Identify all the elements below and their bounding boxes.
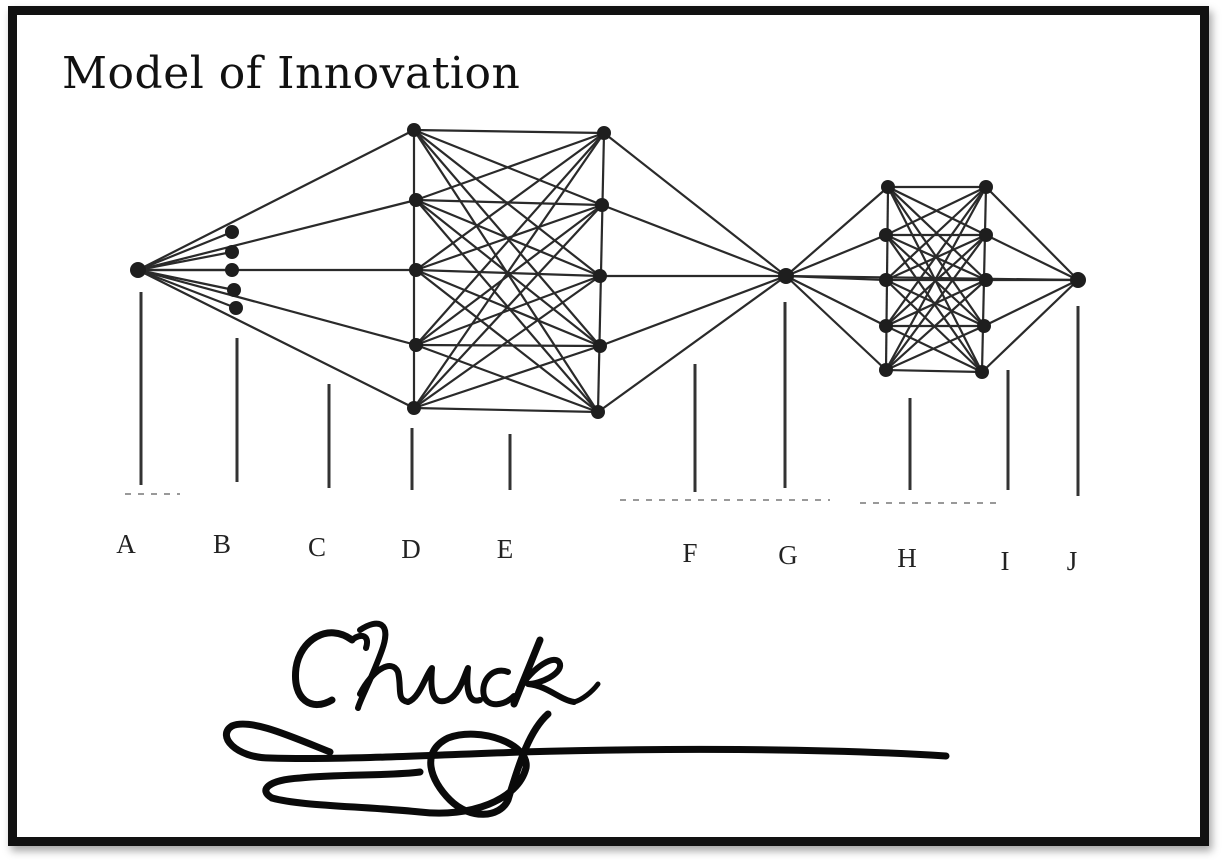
column-label-d: D	[401, 534, 421, 564]
network-node	[1070, 272, 1086, 288]
column-label-a: A	[116, 529, 136, 559]
network-edge	[885, 234, 987, 371]
network-edge	[415, 132, 605, 346]
network-edge	[415, 274, 601, 347]
network-edge	[983, 279, 1079, 327]
network-node	[229, 301, 243, 315]
network-node	[975, 365, 989, 379]
network-edge	[885, 279, 987, 371]
network-edge	[137, 129, 415, 271]
network-edge	[413, 406, 599, 414]
network-edge	[985, 234, 1079, 281]
column-label-e: E	[497, 534, 514, 564]
network-node	[879, 363, 893, 377]
network-edge	[597, 275, 787, 413]
column-label-i: I	[1001, 546, 1010, 576]
network-edge	[415, 343, 601, 348]
column-labels: A B C D E F G H I J	[116, 529, 1077, 576]
network-edge	[137, 269, 415, 409]
network-edge	[885, 186, 987, 281]
column-label-f: F	[682, 538, 697, 568]
network-edge	[413, 128, 605, 135]
network-node	[409, 263, 423, 277]
network-node	[979, 180, 993, 194]
network-node	[407, 401, 421, 415]
network-edge	[413, 275, 601, 409]
network-node	[879, 319, 893, 333]
network-edge	[785, 275, 887, 371]
network-node	[593, 339, 607, 353]
network-edge	[137, 268, 237, 310]
network-edge	[415, 132, 605, 271]
network-edge	[413, 132, 605, 409]
network-edge	[885, 324, 985, 372]
network-node	[881, 180, 895, 194]
network-edge	[785, 186, 889, 277]
network-edge	[415, 131, 605, 202]
network-node	[593, 269, 607, 283]
column-label-h: H	[897, 543, 917, 573]
network-edge	[885, 368, 983, 374]
network-edge	[137, 268, 417, 347]
network-node	[409, 338, 423, 352]
network-node	[979, 228, 993, 242]
network-edge	[413, 344, 601, 410]
network-edges	[137, 128, 1079, 414]
network-node	[225, 263, 239, 277]
network-node	[597, 126, 611, 140]
network-nodes	[130, 123, 1086, 419]
network-node	[591, 405, 605, 419]
network-node	[225, 225, 239, 239]
baseline-dashes	[125, 493, 1000, 504]
network-edge	[785, 274, 1079, 282]
network-node	[409, 193, 423, 207]
network-node	[879, 228, 893, 242]
network-edge	[885, 186, 987, 236]
network-edge	[599, 274, 787, 348]
network-node	[979, 273, 993, 287]
network-node	[407, 123, 421, 137]
network-node	[130, 262, 146, 278]
network-edge	[415, 203, 603, 272]
network-edge	[785, 275, 887, 327]
network-edge	[985, 186, 1079, 281]
column-label-b: B	[213, 529, 231, 559]
network-edge	[413, 204, 603, 409]
network-node	[227, 283, 241, 297]
network-edge	[981, 279, 1079, 373]
network-node	[778, 268, 794, 284]
network-edge	[415, 204, 603, 346]
network-edge	[415, 343, 599, 414]
signature	[223, 620, 950, 818]
network-edge	[137, 198, 417, 272]
network-node	[595, 198, 609, 212]
network-node	[225, 245, 239, 259]
network-edge	[785, 233, 887, 278]
network-edge	[603, 132, 787, 277]
column-label-c: C	[308, 532, 326, 562]
column-label-g: G	[778, 540, 798, 570]
network-edge	[137, 230, 233, 272]
column-markers	[139, 292, 1080, 496]
network-node	[879, 273, 893, 287]
network-node	[977, 319, 991, 333]
column-label-j: J	[1067, 546, 1078, 576]
network-edge	[885, 186, 987, 327]
page-title: Model of Innovation	[62, 48, 521, 99]
network-edge	[601, 203, 787, 278]
